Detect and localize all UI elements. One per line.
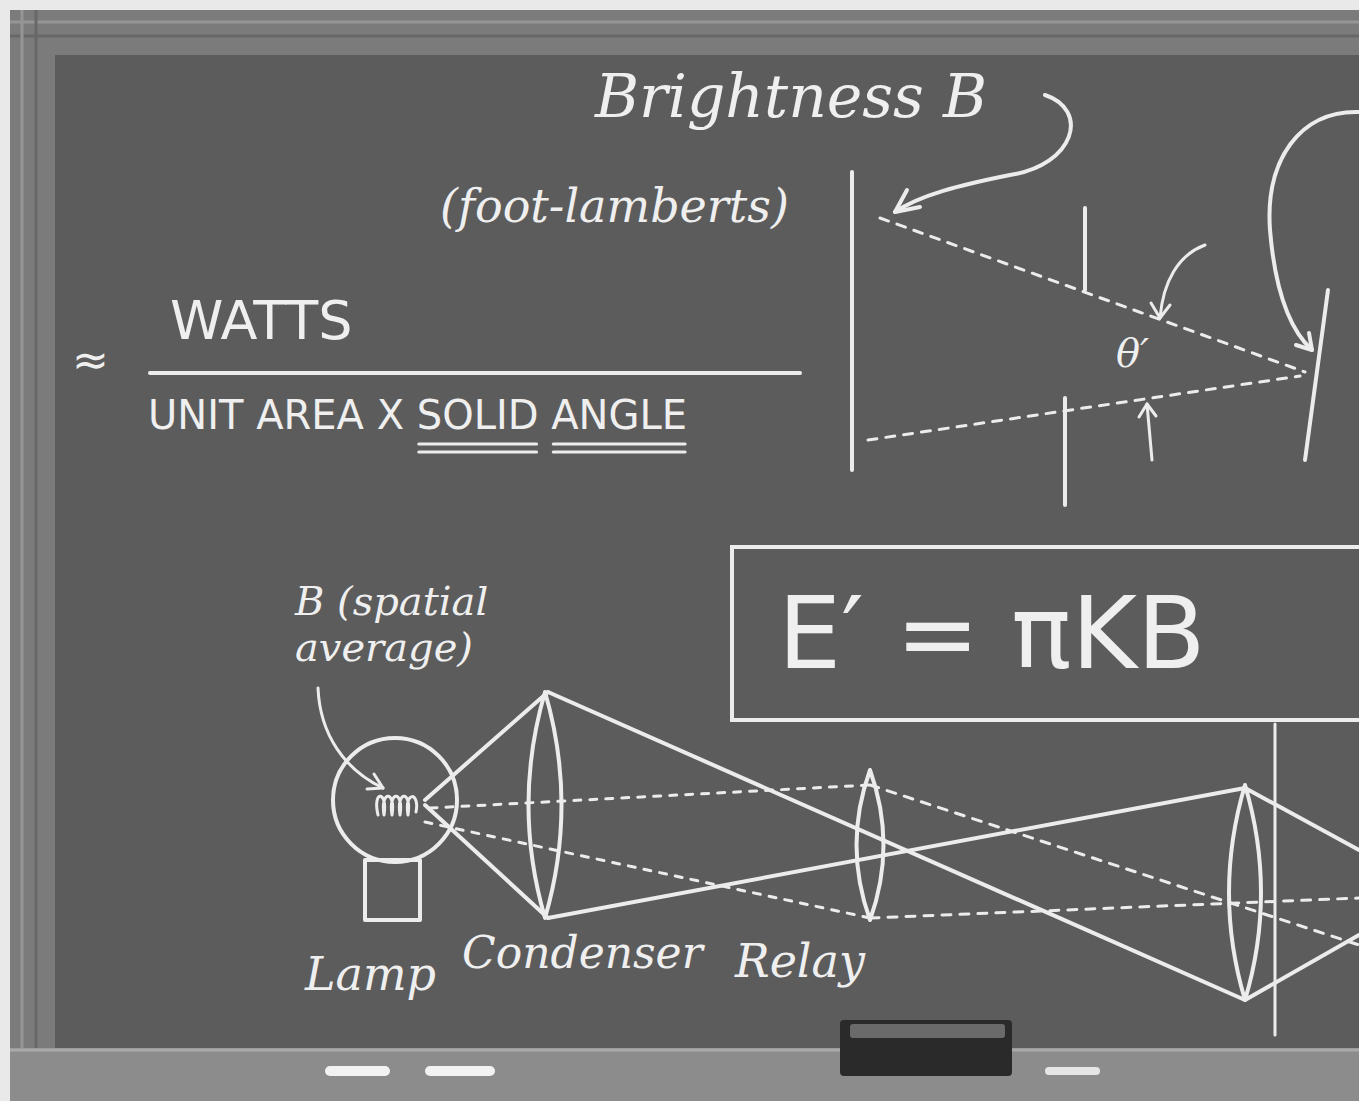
lamp-base (365, 860, 420, 920)
dashed-ray (868, 376, 1300, 440)
aperture-stop (1083, 208, 1087, 290)
underline (553, 443, 685, 446)
arrow-head (895, 190, 920, 212)
chalk-label: Condenser (462, 928, 703, 979)
board-frame (10, 10, 1359, 1060)
lamp-bulb (333, 738, 457, 862)
chalk-label: θ′ (1116, 330, 1149, 376)
arrow-head (1151, 303, 1170, 318)
chalk-label: B (spatial average) (295, 578, 625, 670)
frame-groove (10, 35, 1359, 38)
chalk-piece (425, 1066, 495, 1076)
lamp-filament (377, 796, 417, 815)
chalk-label: ≈ (72, 335, 109, 386)
callout-arrow (1270, 112, 1359, 350)
frame-groove (35, 10, 38, 1055)
underline (419, 443, 537, 446)
chalk-label: UNIT AREA X SOLID ANGLE (148, 392, 687, 438)
arrow-head (1296, 333, 1312, 350)
light-ray (548, 788, 1245, 918)
eraser-top (850, 1024, 1005, 1038)
underline (419, 451, 537, 454)
source-surface (850, 172, 854, 470)
callout-arrow (318, 688, 383, 788)
underline-group (419, 444, 685, 452)
tray-edge (10, 1049, 1359, 1052)
light-ray (1245, 788, 1359, 850)
chalk-piece (1045, 1067, 1100, 1075)
formula-text: E′ = πKB (778, 579, 1206, 689)
light-ray (1245, 935, 1359, 1000)
underline (553, 451, 685, 454)
dashed-ray (870, 785, 1359, 945)
chalk-label: Relay (735, 935, 865, 988)
support-line (1274, 724, 1277, 1035)
dashed-ray (880, 218, 1305, 372)
relay-lens (857, 770, 884, 920)
chalk-tray (10, 1048, 1359, 1101)
angle-arrow (1147, 404, 1152, 460)
chalk-label: Brightness B (595, 62, 987, 131)
chalk-label: (foot-lamberts) (440, 180, 789, 233)
dashed-ray (870, 898, 1359, 918)
aperture-stop (1063, 398, 1067, 505)
eraser (840, 1020, 1012, 1076)
chalk-label: WATTS (170, 290, 353, 352)
formula-box: E′ = πKB (730, 545, 1359, 722)
screen-surface (1305, 290, 1328, 460)
chalk-piece (325, 1066, 390, 1076)
frame-groove (10, 21, 1359, 24)
frame-groove (21, 10, 24, 1055)
arrow-head (1139, 404, 1156, 417)
board-surface (55, 55, 1359, 1050)
fraction-bar (150, 371, 800, 375)
chalk-label: Lamp (305, 948, 436, 1001)
arrow-head (367, 774, 383, 789)
condenser-lens (529, 692, 562, 918)
projection-lens (1229, 785, 1261, 1000)
